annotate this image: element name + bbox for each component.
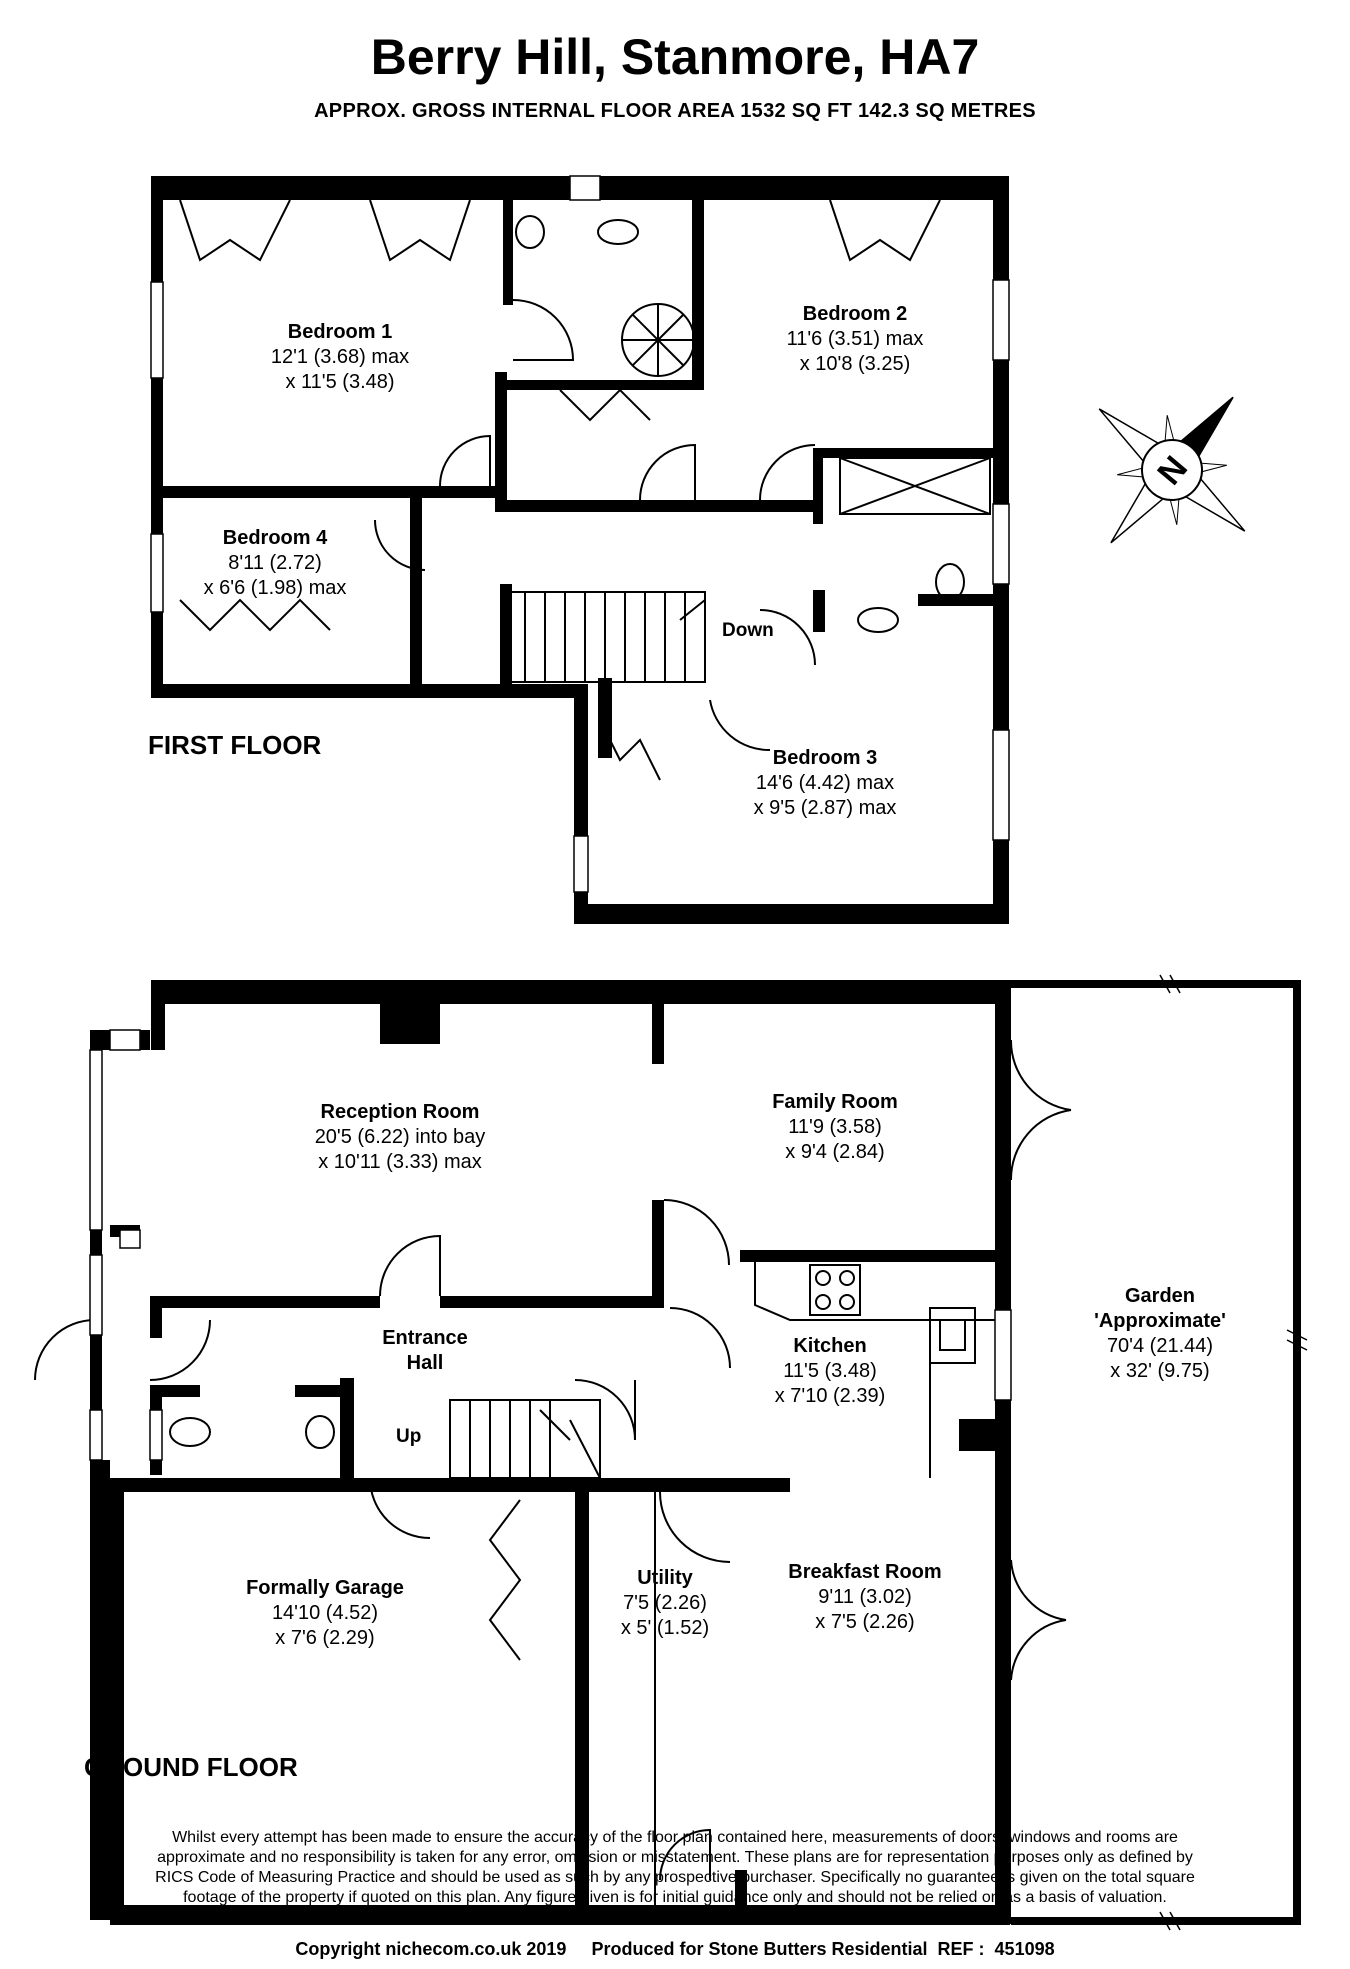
room-name: Bedroom 4 [222, 527, 328, 549]
room-dim: 20'5 (6.22) into bay [314, 1126, 486, 1148]
room-bedroom-3: Bedroom 3 14'6 (4.42) max x 9'5 (2.87) m… [710, 746, 940, 821]
footer-credits: Copyright nichecom.co.uk 2019 Produced f… [0, 1939, 1350, 1960]
first-floor-plan [150, 175, 1010, 924]
ground-floor-label: GROUND FLOOR [84, 1752, 298, 1782]
room-name: Hall [406, 1352, 444, 1374]
stairs-down-label: Down [722, 620, 774, 641]
room-name: Entrance [382, 1327, 468, 1349]
room-name: Garden [1124, 1285, 1196, 1307]
room-dim: 11'6 (3.51) max [786, 328, 924, 350]
room-bedroom-1: Bedroom 1 12'1 (3.68) max x 11'5 (3.48) [225, 320, 455, 395]
plan-title: Berry Hill, Stanmore, HA7 [370, 29, 980, 85]
room-dim: x 7'10 (2.39) [774, 1385, 886, 1407]
room-family: Family Room 11'9 (3.58) x 9'4 (2.84) [720, 1090, 950, 1165]
ground-floor-plan [34, 974, 1308, 1931]
room-dim: x 5' (1.52) [620, 1617, 710, 1639]
room-dim: x 9'4 (2.84) [785, 1141, 885, 1163]
room-kitchen: Kitchen 11'5 (3.48) x 7'10 (2.39) [730, 1334, 930, 1409]
room-dim: x 11'5 (3.48) [285, 371, 395, 393]
room-name: Family Room [772, 1091, 898, 1113]
room-breakfast: Breakfast Room 9'11 (3.02) x 7'5 (2.26) [750, 1560, 980, 1635]
floor-area: APPROX. GROSS INTERNAL FLOOR AREA 1532 S… [314, 100, 1036, 122]
room-name: Bedroom 3 [772, 747, 878, 769]
room-dim: 14'10 (4.52) [271, 1602, 379, 1624]
room-dim: 9'11 (3.02) [818, 1586, 912, 1608]
room-name: Breakfast Room [788, 1561, 942, 1583]
room-name: Reception Room [320, 1101, 480, 1123]
room-dim: x 32' (9.75) [1110, 1360, 1210, 1382]
reference-text: REF : 451098 [937, 1939, 1055, 1959]
room-dim: x 9'5 (2.87) max [753, 797, 897, 819]
room-dim: 7'5 (2.26) [623, 1592, 707, 1614]
produced-for-text: Produced for Stone Butters Residential [591, 1939, 928, 1959]
room-formally-garage: Formally Garage 14'10 (4.52) x 7'6 (2.29… [210, 1576, 440, 1651]
room-dim: x 10'11 (3.33) max [318, 1151, 482, 1173]
room-dim: x 7'6 (2.29) [275, 1627, 375, 1649]
stairs-up-label: Up [396, 1426, 422, 1447]
disclaimer-text: Whilst every attempt has been made to en… [155, 1829, 1195, 1906]
room-name: Kitchen [793, 1335, 867, 1357]
room-name: 'Approximate' [1094, 1310, 1226, 1332]
room-name: Bedroom 1 [287, 321, 393, 343]
room-dim: 11'5 (3.48) [783, 1360, 877, 1382]
room-dim: 70'4 (21.44) [1106, 1335, 1214, 1357]
room-reception: Reception Room 20'5 (6.22) into bay x 10… [270, 1100, 530, 1175]
room-dim: x 6'6 (1.98) max [203, 577, 347, 599]
room-dim: x 10'8 (3.25) [799, 353, 911, 375]
room-bedroom-4: Bedroom 4 8'11 (2.72) x 6'6 (1.98) max [160, 526, 390, 601]
copyright-text: Copyright nichecom.co.uk 2019 [295, 1939, 567, 1959]
room-dim: 12'1 (3.68) max [270, 346, 410, 368]
room-name: Utility [637, 1567, 693, 1589]
room-name: Formally Garage [246, 1577, 404, 1599]
room-utility: Utility 7'5 (2.26) x 5' (1.52) [595, 1566, 735, 1641]
room-dim: 11'9 (3.58) [788, 1116, 882, 1138]
room-dim: x 7'5 (2.26) [815, 1611, 915, 1633]
room-garden: Garden 'Approximate' 70'4 (21.44) x 32' … [1050, 1284, 1270, 1384]
room-name: Bedroom 2 [802, 303, 908, 325]
room-dim: 8'11 (2.72) [228, 552, 322, 574]
room-bedroom-2: Bedroom 2 11'6 (3.51) max x 10'8 (3.25) [740, 302, 970, 377]
room-entrance-hall: Entrance Hall [345, 1326, 505, 1376]
room-dim: 14'6 (4.42) max [755, 772, 895, 794]
first-floor-label: FIRST FLOOR [148, 730, 322, 760]
compass-rose-icon [1098, 396, 1246, 544]
